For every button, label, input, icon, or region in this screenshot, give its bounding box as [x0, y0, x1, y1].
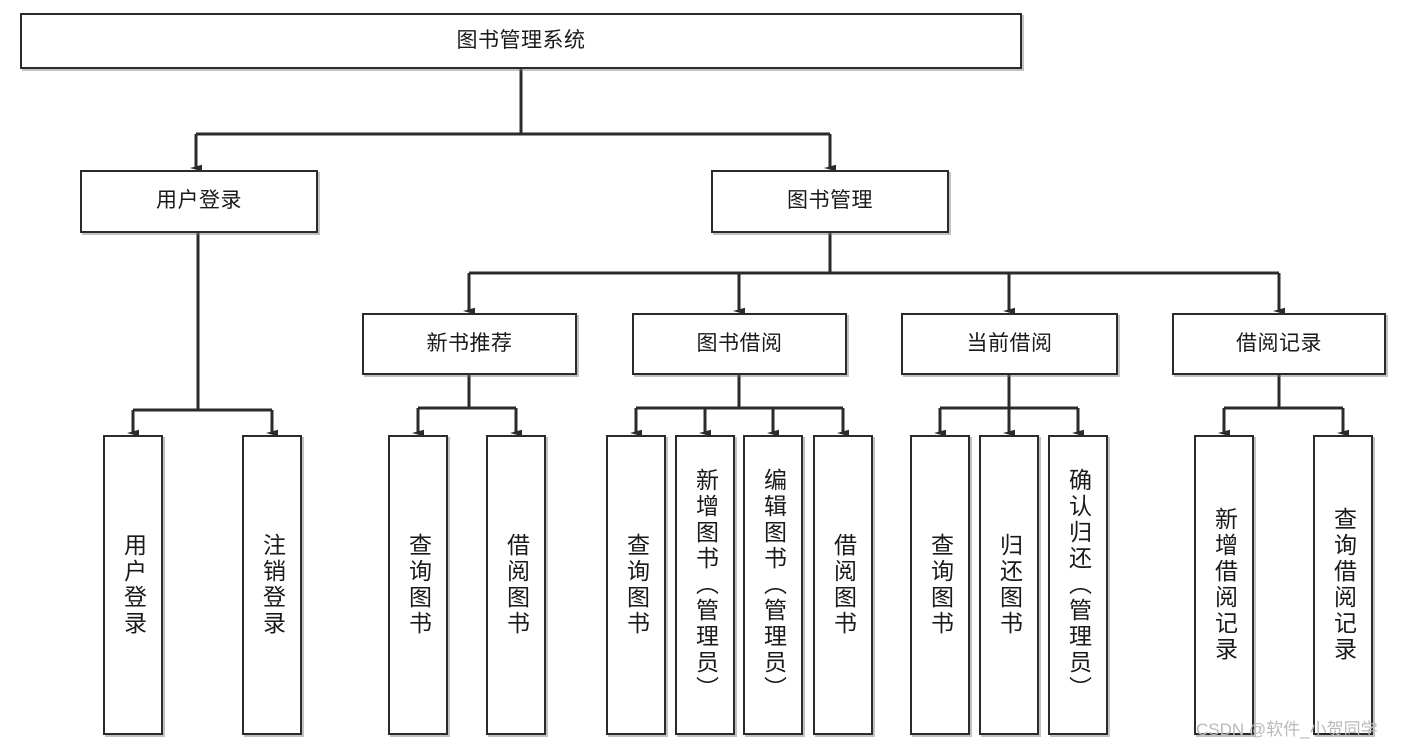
- node-leaf-query-record[interactable]: 查询借阅记录: [1313, 435, 1373, 735]
- node-root[interactable]: 图书管理系统: [20, 13, 1022, 69]
- node-leaf-add-record-label: 新增借阅记录: [1211, 507, 1238, 663]
- node-user-login-label: 用户登录: [156, 189, 242, 213]
- node-current-borrow[interactable]: 当前借阅: [901, 313, 1118, 375]
- node-leaf-borrow-book-1-label: 借阅图书: [503, 533, 530, 637]
- node-leaf-query-record-label: 查询借阅记录: [1330, 507, 1357, 663]
- node-leaf-query-book-1[interactable]: 查询图书: [388, 435, 448, 735]
- node-leaf-borrow-book-2[interactable]: 借阅图书: [813, 435, 873, 735]
- node-leaf-borrow-book-1[interactable]: 借阅图书: [486, 435, 546, 735]
- node-leaf-confirm-return[interactable]: 确认归还（管理员）: [1048, 435, 1108, 735]
- node-leaf-logout-login-label: 注销登录: [259, 533, 286, 637]
- node-leaf-add-record[interactable]: 新增借阅记录: [1194, 435, 1254, 735]
- node-borrow-record[interactable]: 借阅记录: [1172, 313, 1386, 375]
- node-leaf-edit-book[interactable]: 编辑图书（管理员）: [743, 435, 803, 735]
- node-leaf-confirm-return-label: 确认归还（管理员）: [1065, 468, 1092, 702]
- node-leaf-query-book-2[interactable]: 查询图书: [606, 435, 666, 735]
- node-book-management-label: 图书管理: [787, 189, 873, 213]
- node-leaf-query-book-2-label: 查询图书: [623, 533, 650, 637]
- node-leaf-user-login[interactable]: 用户登录: [103, 435, 163, 735]
- node-leaf-return-book-label: 归还图书: [996, 533, 1023, 637]
- node-leaf-query-book-3[interactable]: 查询图书: [910, 435, 970, 735]
- node-new-book-recommend-label: 新书推荐: [426, 331, 513, 355]
- node-leaf-user-login-label: 用户登录: [120, 533, 147, 637]
- node-leaf-add-book-label: 新增图书（管理员）: [692, 468, 719, 702]
- node-borrow-record-label: 借阅记录: [1236, 331, 1322, 355]
- node-leaf-add-book[interactable]: 新增图书（管理员）: [675, 435, 735, 735]
- node-leaf-borrow-book-2-label: 借阅图书: [830, 533, 857, 637]
- node-current-borrow-label: 当前借阅: [966, 331, 1053, 355]
- node-new-book-recommend[interactable]: 新书推荐: [362, 313, 577, 375]
- node-leaf-logout-login[interactable]: 注销登录: [242, 435, 302, 735]
- node-leaf-return-book[interactable]: 归还图书: [979, 435, 1039, 735]
- node-leaf-edit-book-label: 编辑图书（管理员）: [760, 468, 787, 702]
- node-leaf-query-book-1-label: 查询图书: [405, 533, 432, 637]
- node-book-borrow-label: 图书借阅: [696, 331, 783, 355]
- node-book-borrow[interactable]: 图书借阅: [632, 313, 847, 375]
- node-user-login[interactable]: 用户登录: [80, 170, 318, 233]
- node-root-label: 图书管理系统: [456, 28, 586, 52]
- node-leaf-query-book-3-label: 查询图书: [927, 533, 954, 637]
- node-book-management[interactable]: 图书管理: [711, 170, 949, 233]
